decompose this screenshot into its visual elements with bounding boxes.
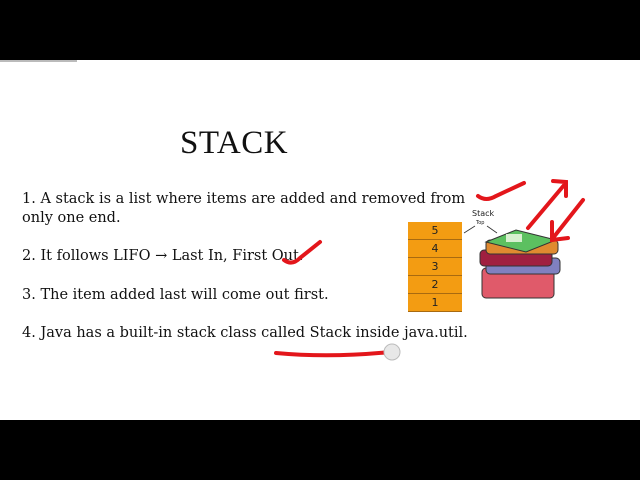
stack-cell: 5 bbox=[408, 222, 462, 240]
stack-diagram: 5 4 3 2 1 bbox=[408, 222, 462, 312]
slide-title: STACK bbox=[180, 125, 289, 161]
video-progress-bar[interactable] bbox=[0, 60, 77, 62]
stack-cell: 2 bbox=[408, 276, 462, 294]
books-stack-icon bbox=[479, 229, 561, 299]
stack-cell: 4 bbox=[408, 240, 462, 258]
pen-annotation-icon bbox=[274, 179, 585, 358]
point-1: 1. A stack is a list where items are add… bbox=[22, 191, 466, 226]
top-label: Top bbox=[476, 220, 485, 226]
point-3: 3. The item added last will come out fir… bbox=[22, 287, 329, 303]
top-arrows-icon bbox=[463, 225, 498, 234]
stack-cell: 3 bbox=[408, 258, 462, 276]
stack-label: Stack bbox=[472, 209, 495, 218]
point-4: 4. Java has a built-in stack class calle… bbox=[22, 325, 468, 341]
stack-cell: 1 bbox=[408, 294, 462, 312]
point-2: 2. It follows LIFO → Last In, First Out. bbox=[22, 248, 304, 264]
cursor-icon bbox=[383, 343, 401, 361]
